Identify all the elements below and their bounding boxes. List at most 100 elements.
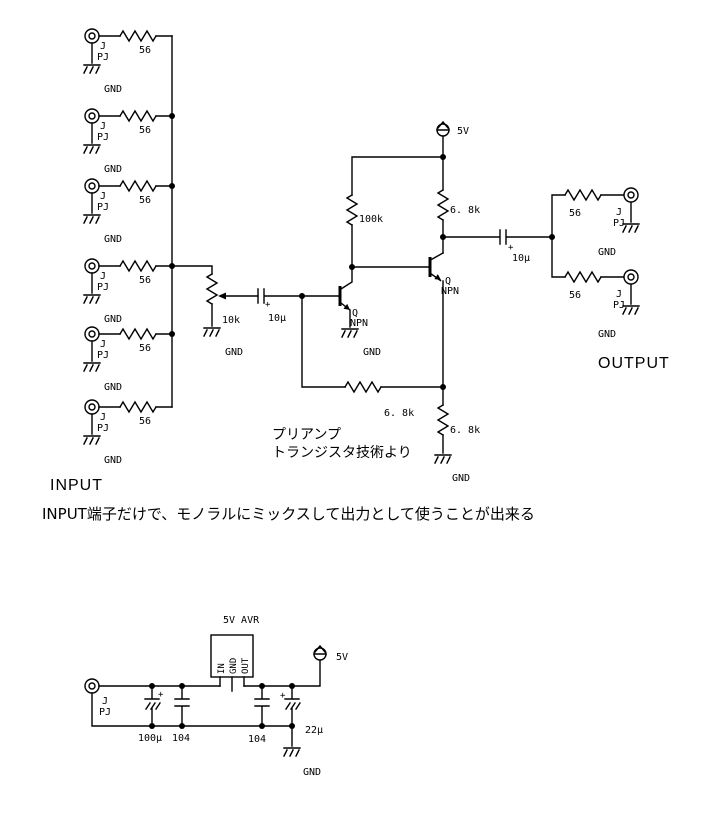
cap-value: 10µ bbox=[268, 313, 286, 324]
cap-value: 100µ bbox=[138, 733, 162, 744]
resistor-value: 56 bbox=[139, 343, 151, 354]
jack-ref: J bbox=[100, 412, 106, 423]
cap-22u: + 22µ bbox=[280, 685, 323, 736]
resistor-value: 56 bbox=[139, 416, 151, 427]
gnd-label: GND bbox=[598, 329, 616, 340]
r-emitter-value: 6. 8k bbox=[450, 425, 480, 436]
regulator-pin-gnd: GND bbox=[229, 658, 239, 674]
junction-dot bbox=[289, 723, 295, 729]
pot-value: 10k bbox=[222, 315, 240, 326]
junction-dot bbox=[179, 683, 185, 689]
input-jack-3: J PJ 56 GND bbox=[83, 178, 173, 245]
polarity-mark: + bbox=[158, 690, 164, 700]
jack-icon bbox=[84, 28, 100, 44]
jack-type: PJ bbox=[97, 282, 109, 293]
resistor-value: 56 bbox=[139, 45, 151, 56]
note-line-2: トランジスタ技術より bbox=[272, 445, 412, 461]
jack-type: PJ bbox=[97, 132, 109, 143]
resistor-value: 56 bbox=[139, 275, 151, 286]
gnd-label: GND bbox=[225, 347, 243, 358]
jack-type: PJ bbox=[97, 423, 109, 434]
volume-pot: 10k GND bbox=[171, 265, 259, 358]
jack-ref: J bbox=[616, 289, 622, 300]
jack-icon bbox=[84, 108, 100, 124]
junction-dot bbox=[259, 723, 265, 729]
gnd-label: GND bbox=[104, 164, 122, 175]
polarity-mark: + bbox=[508, 243, 514, 253]
junction-dot bbox=[289, 683, 295, 689]
jack-ref: J bbox=[100, 121, 106, 132]
jack-type: PJ bbox=[97, 202, 109, 213]
output-jack-2: 56 J PJ GND bbox=[564, 269, 640, 340]
gnd-label: GND bbox=[104, 84, 122, 95]
jack-ref: J bbox=[100, 339, 106, 350]
cap-104-right: 104 bbox=[248, 685, 270, 745]
cap-value: 104 bbox=[248, 734, 266, 745]
input-jack-2: J PJ 56 GND bbox=[83, 108, 173, 175]
note-line-1: プリアンプ bbox=[272, 427, 341, 443]
polarity-mark: + bbox=[265, 300, 271, 310]
jack-ref: J bbox=[616, 207, 622, 218]
resistor-value: 56 bbox=[569, 208, 581, 219]
gnd-label: GND bbox=[104, 455, 122, 466]
cap-value: 10µ bbox=[512, 253, 530, 264]
q1-ref: Q bbox=[352, 308, 358, 319]
cap-value: 22µ bbox=[305, 725, 323, 736]
input-jack-4: J PJ 56 GND bbox=[83, 258, 173, 325]
regulator-pin-out: OUT bbox=[241, 657, 251, 674]
supply-label: 5V bbox=[336, 652, 348, 663]
gnd-label: GND bbox=[452, 473, 470, 484]
jack-type: PJ bbox=[97, 52, 109, 63]
resistor-value: 56 bbox=[569, 290, 581, 301]
cap-100u: + 100µ bbox=[138, 685, 164, 744]
jack-type: PJ bbox=[613, 218, 625, 229]
junction-dot bbox=[149, 683, 155, 689]
jack-icon bbox=[84, 678, 100, 694]
r-feedback-value: 6. 8k bbox=[384, 408, 414, 419]
jack-icon bbox=[84, 326, 100, 342]
jack-ref: J bbox=[102, 696, 108, 707]
gnd-label: GND bbox=[598, 247, 616, 258]
polarity-mark: + bbox=[280, 691, 286, 701]
jack-ref: J bbox=[100, 271, 106, 282]
emitter-arrow-icon bbox=[434, 274, 441, 280]
output-jack-1: 56 J PJ GND bbox=[564, 187, 640, 258]
jack-icon bbox=[623, 187, 639, 203]
input-jack-1: J PJ 56 GND bbox=[83, 28, 173, 95]
jack-icon bbox=[84, 258, 100, 274]
resistor-value: 56 bbox=[139, 195, 151, 206]
output-coupling-cap: + 10µ bbox=[440, 194, 566, 278]
caption-text: INPUT端子だけで、モノラルにミックスして出力として使うことが出来る bbox=[42, 505, 535, 523]
q2-type: NPN bbox=[441, 286, 459, 297]
jack-type: PJ bbox=[99, 707, 111, 718]
jack-icon bbox=[84, 178, 100, 194]
jack-icon bbox=[84, 399, 100, 415]
jack-icon bbox=[623, 269, 639, 285]
junction-dot bbox=[149, 723, 155, 729]
input-jack-5: J PJ 56 GND bbox=[83, 326, 173, 393]
input-jack-6: J PJ 56 GND bbox=[83, 399, 173, 466]
input-title: INPUT bbox=[50, 477, 103, 494]
cap-104-left: 104 bbox=[172, 685, 190, 744]
input-coupling-cap: + 10µ bbox=[257, 288, 303, 324]
emitter-arrow-icon bbox=[343, 303, 350, 310]
regulator-pin-in: IN bbox=[217, 663, 227, 674]
r-100k-value: 100k bbox=[359, 214, 383, 225]
r-collector-value: 6. 8k bbox=[450, 205, 480, 216]
input-bus-wire bbox=[169, 35, 175, 408]
jack-ref: J bbox=[100, 41, 106, 52]
output-title: OUTPUT bbox=[598, 355, 670, 372]
pot-wiper-arrow-icon bbox=[218, 292, 226, 300]
cap-value: 104 bbox=[172, 733, 190, 744]
jack-type: PJ bbox=[97, 350, 109, 361]
junction-dot bbox=[259, 683, 265, 689]
q1-type: NPN bbox=[350, 318, 368, 329]
jack-type: PJ bbox=[613, 300, 625, 311]
supply-label: 5V bbox=[457, 126, 469, 137]
power-supply-section: 5V AVR IN GND OUT J PJ 5V GND + 100µ 104… bbox=[84, 615, 348, 778]
gnd-label: GND bbox=[104, 382, 122, 393]
resistor-value: 56 bbox=[139, 125, 151, 136]
